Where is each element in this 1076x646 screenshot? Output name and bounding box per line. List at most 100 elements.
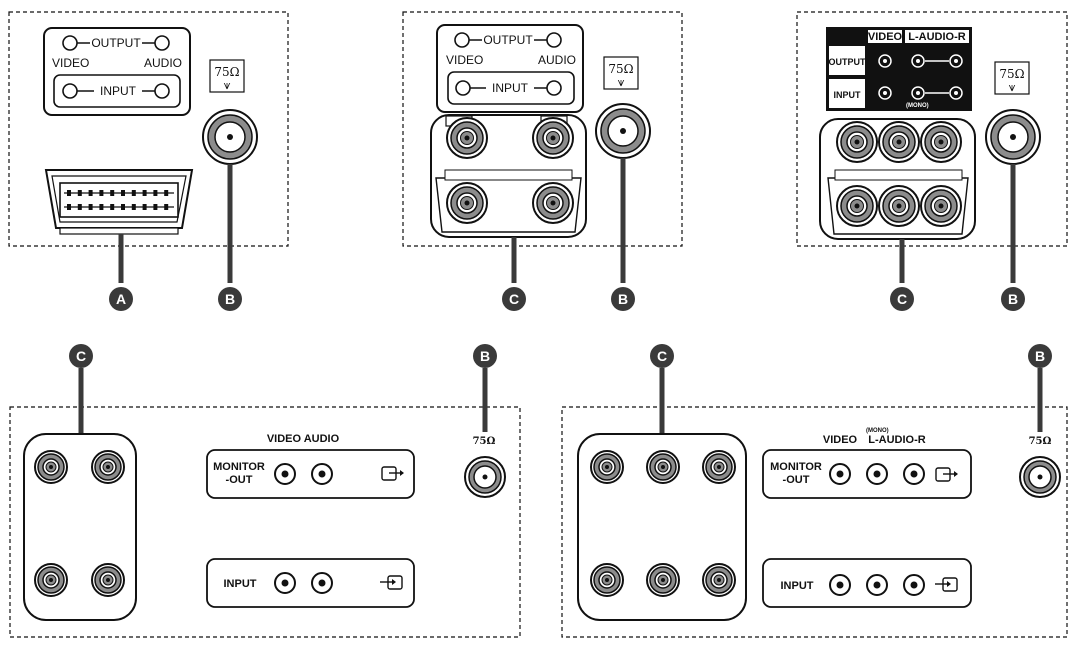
panel-4-antenna-label: 75Ω [473, 436, 496, 447]
badge-b-label: B [618, 291, 628, 307]
antenna-connector-icon [1019, 456, 1061, 498]
panel-1-video-label: VIDEO [52, 56, 89, 70]
scart-pin [131, 190, 136, 196]
video-in-jack-icon [829, 574, 851, 596]
rca-jack-icon [91, 563, 125, 597]
panel-4-input-plate [206, 558, 415, 608]
output-left-jack-icon [62, 35, 78, 51]
scart-pin [121, 204, 125, 210]
audio-r-out-jack-icon [949, 54, 963, 68]
panel-3-input-label: INPUT [834, 90, 862, 100]
badge-b-icon [218, 287, 242, 311]
video-in-jack-icon [878, 86, 892, 100]
scart-pin [131, 204, 136, 210]
audio-r-in-jack-icon [949, 86, 963, 100]
panel-5-mono-label: (MONO) [866, 428, 889, 434]
scart-pin [99, 204, 104, 210]
panel-2-rca: OUTPUT VIDEO AUDIO INPUT 75Ω ⩛ C B [402, 11, 683, 311]
video-out-jack-icon [274, 463, 296, 485]
scart-pin [77, 204, 82, 210]
panel-1-border [8, 11, 289, 247]
panel-1-scart: OUTPUT VIDEO AUDIO INPUT 75Ω ⩛ A B [8, 11, 289, 311]
badge-c-icon [890, 287, 914, 311]
antenna-connector-icon [595, 103, 651, 159]
badge-a-icon [109, 287, 133, 311]
panel-4-monitor-plate [206, 449, 415, 499]
badge-c-label: C [76, 348, 86, 364]
scart-pin [153, 190, 158, 196]
panel-2-audio-label: AUDIO [538, 53, 576, 67]
panel-4-monitor-out: C B VIDEO AUDIO MONITOR -OUT INPUT 75Ω [9, 344, 521, 638]
antenna-symbol-icon: ⩛ [224, 78, 231, 92]
rca-jack-icon [590, 563, 624, 597]
panel-4-monitor-label-2: -OUT [226, 474, 253, 486]
badge-c-icon [502, 287, 526, 311]
output-right-jack-icon [546, 32, 562, 48]
output-arrow-icon [381, 466, 404, 481]
rca-jack-icon [34, 563, 68, 597]
input-left-jack-icon [455, 80, 471, 96]
input-left-jack-icon [62, 83, 78, 99]
input-arrow-icon [935, 577, 958, 592]
panel-2-input-plate [447, 71, 575, 105]
panel-5-audio-label: L-AUDIO-R [868, 434, 925, 446]
badge-a-label: A [116, 291, 126, 307]
audio-out-jack-icon [311, 463, 333, 485]
panel-5-stereo-monitor-out: C B VIDEO (MONO) L-AUDIO-R MONITOR -OUT … [561, 344, 1068, 638]
panel-1-input-label: INPUT [100, 84, 137, 98]
antenna-connector-icon [202, 109, 258, 165]
badge-c-icon [69, 344, 93, 368]
panel-1-audio-label: AUDIO [144, 56, 182, 70]
scart-pin [121, 190, 125, 196]
scart-pin [153, 204, 158, 210]
rca-jack-icon [702, 450, 736, 484]
badge-b-icon [1001, 287, 1025, 311]
panel-1-antenna-label: 75Ω [214, 65, 239, 79]
panel-5-border [561, 406, 1068, 638]
antenna-symbol-icon: ⩛ [1009, 80, 1016, 94]
scart-pin [164, 204, 169, 210]
panel-5-input-label: INPUT [781, 580, 814, 592]
panel-3-audio-label: L-AUDIO-R [908, 31, 965, 43]
panel-2-input-label: INPUT [492, 81, 529, 95]
rca-jack-icon [590, 450, 624, 484]
panel-4-border [9, 406, 521, 638]
scart-pin [88, 204, 93, 210]
badge-c-label: C [657, 348, 667, 364]
rca-jack-icon [34, 450, 68, 484]
panel-3-output-label: OUTPUT [829, 57, 867, 67]
output-right-jack-icon [154, 35, 170, 51]
panel-2-border [402, 11, 683, 247]
scart-pin [142, 190, 147, 196]
scart-pin [67, 204, 71, 210]
panel-4-header-label: VIDEO AUDIO [267, 433, 340, 445]
output-arrow-icon [935, 467, 958, 482]
badge-c-icon [650, 344, 674, 368]
rca-jack-icon [91, 450, 125, 484]
badge-b-label: B [1008, 291, 1018, 307]
badge-b-label: B [1035, 348, 1045, 364]
audio-l-out-jack-icon [911, 54, 925, 68]
scart-pin [142, 204, 147, 210]
panel-3-antenna-label: 75Ω [999, 67, 1024, 81]
audio-l-out-jack-icon [866, 463, 888, 485]
panel-4-monitor-label-1: MONITOR [213, 461, 265, 473]
output-left-jack-icon [454, 32, 470, 48]
badge-b-icon [1028, 344, 1052, 368]
panel-2-antenna-label: 75Ω [608, 62, 633, 76]
rca-jack-icon [532, 117, 574, 159]
rca-jack-icon [836, 121, 878, 163]
rca-jack-icon [446, 182, 488, 224]
rca-jack-icon [646, 563, 680, 597]
badge-b-label: B [225, 291, 235, 307]
rca-jack-icon [878, 185, 920, 227]
panel-5-video-label: VIDEO [823, 434, 858, 446]
panel-3-mono-label: (MONO) [906, 103, 929, 109]
scart-pin [110, 190, 115, 196]
audio-l-in-jack-icon [866, 574, 888, 596]
antenna-symbol-box [994, 61, 1030, 95]
scart-pin [110, 204, 115, 210]
audio-r-in-jack-icon [903, 574, 925, 596]
panel-3-video-label: VIDEO [868, 31, 903, 43]
